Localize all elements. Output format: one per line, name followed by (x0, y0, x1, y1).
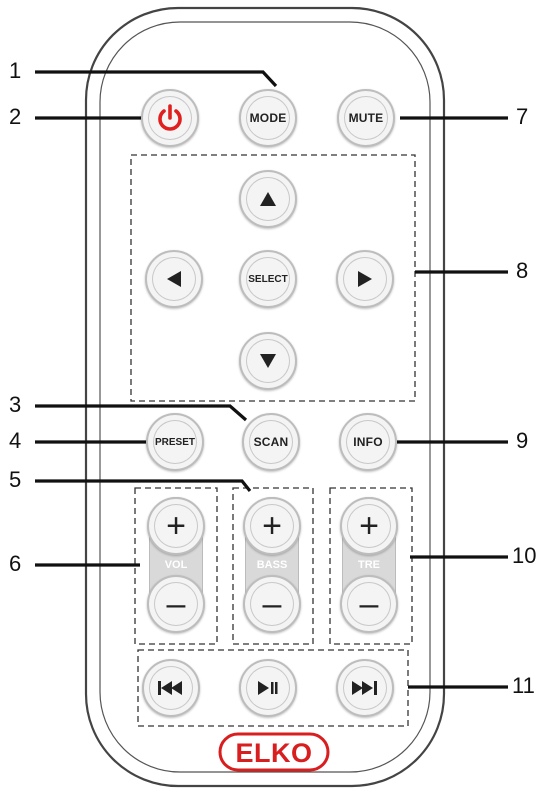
vol-up-button[interactable]: + (147, 497, 205, 555)
playback-group-frame (137, 649, 409, 727)
callout-number-11: 11 (512, 673, 535, 698)
tre-up-button[interactable]: + (340, 497, 398, 555)
callout-number-3: 3 (9, 392, 22, 417)
skip-previous-icon (158, 681, 182, 695)
callout-number-9: 9 (516, 428, 529, 453)
callout-number-5: 5 (9, 467, 22, 492)
minus-icon: – (262, 585, 282, 623)
preset-button[interactable]: PRESET (146, 413, 204, 471)
bass-down-button[interactable]: – (243, 575, 301, 633)
vol-label: VOL (164, 559, 188, 571)
power-button[interactable] (141, 89, 199, 147)
elko-logo: ELKO (214, 732, 334, 772)
plus-icon: + (262, 507, 282, 545)
callout-number-4: 4 (9, 428, 22, 453)
minus-icon: – (166, 585, 186, 623)
svg-text:ELKO: ELKO (235, 738, 312, 768)
callout-number-10: 10 (512, 543, 537, 568)
tre-label: TRE (358, 559, 380, 571)
nav-group-frame (130, 154, 416, 402)
callout-line-1 (35, 70, 278, 88)
triangle-up-icon (260, 192, 276, 206)
bass-group-frame (232, 487, 314, 645)
callout-line-5 (35, 479, 252, 492)
bass-up-button[interactable]: + (243, 497, 301, 555)
mode-button[interactable]: MODE (239, 89, 297, 147)
power-icon (158, 104, 182, 131)
info-button[interactable]: INFO (339, 413, 397, 471)
triangle-down-icon (260, 354, 276, 368)
next-button[interactable] (336, 659, 394, 717)
play-pause-icon (258, 681, 278, 695)
callout-number-6: 6 (9, 551, 22, 576)
vol-group-frame (134, 487, 218, 645)
triangle-left-icon (167, 271, 181, 287)
callout-line-3 (35, 404, 248, 422)
callout-number-7: 7 (516, 104, 529, 129)
down-button[interactable] (239, 332, 297, 390)
left-button[interactable] (145, 250, 203, 308)
callout-number-2: 2 (9, 104, 22, 129)
skip-next-icon (352, 681, 377, 695)
tre-down-button[interactable]: – (340, 575, 398, 633)
mute-button[interactable]: MUTE (337, 89, 395, 147)
plus-icon: + (166, 507, 186, 545)
callout-number-8: 8 (516, 258, 529, 283)
tre-group-frame (329, 487, 413, 645)
triangle-right-icon (358, 271, 372, 287)
play-pause-button[interactable] (239, 659, 297, 717)
previous-button[interactable] (142, 659, 200, 717)
select-button[interactable]: SELECT (239, 250, 297, 308)
plus-icon: + (359, 507, 379, 545)
bass-label: BASS (256, 559, 288, 571)
right-button[interactable] (336, 250, 394, 308)
vol-down-button[interactable]: – (147, 575, 205, 633)
minus-icon: – (359, 585, 379, 623)
scan-button[interactable]: SCAN (242, 413, 300, 471)
callout-number-1: 1 (9, 58, 22, 83)
elko-logo-mark: ELKO (218, 732, 330, 772)
up-button[interactable] (239, 170, 297, 228)
